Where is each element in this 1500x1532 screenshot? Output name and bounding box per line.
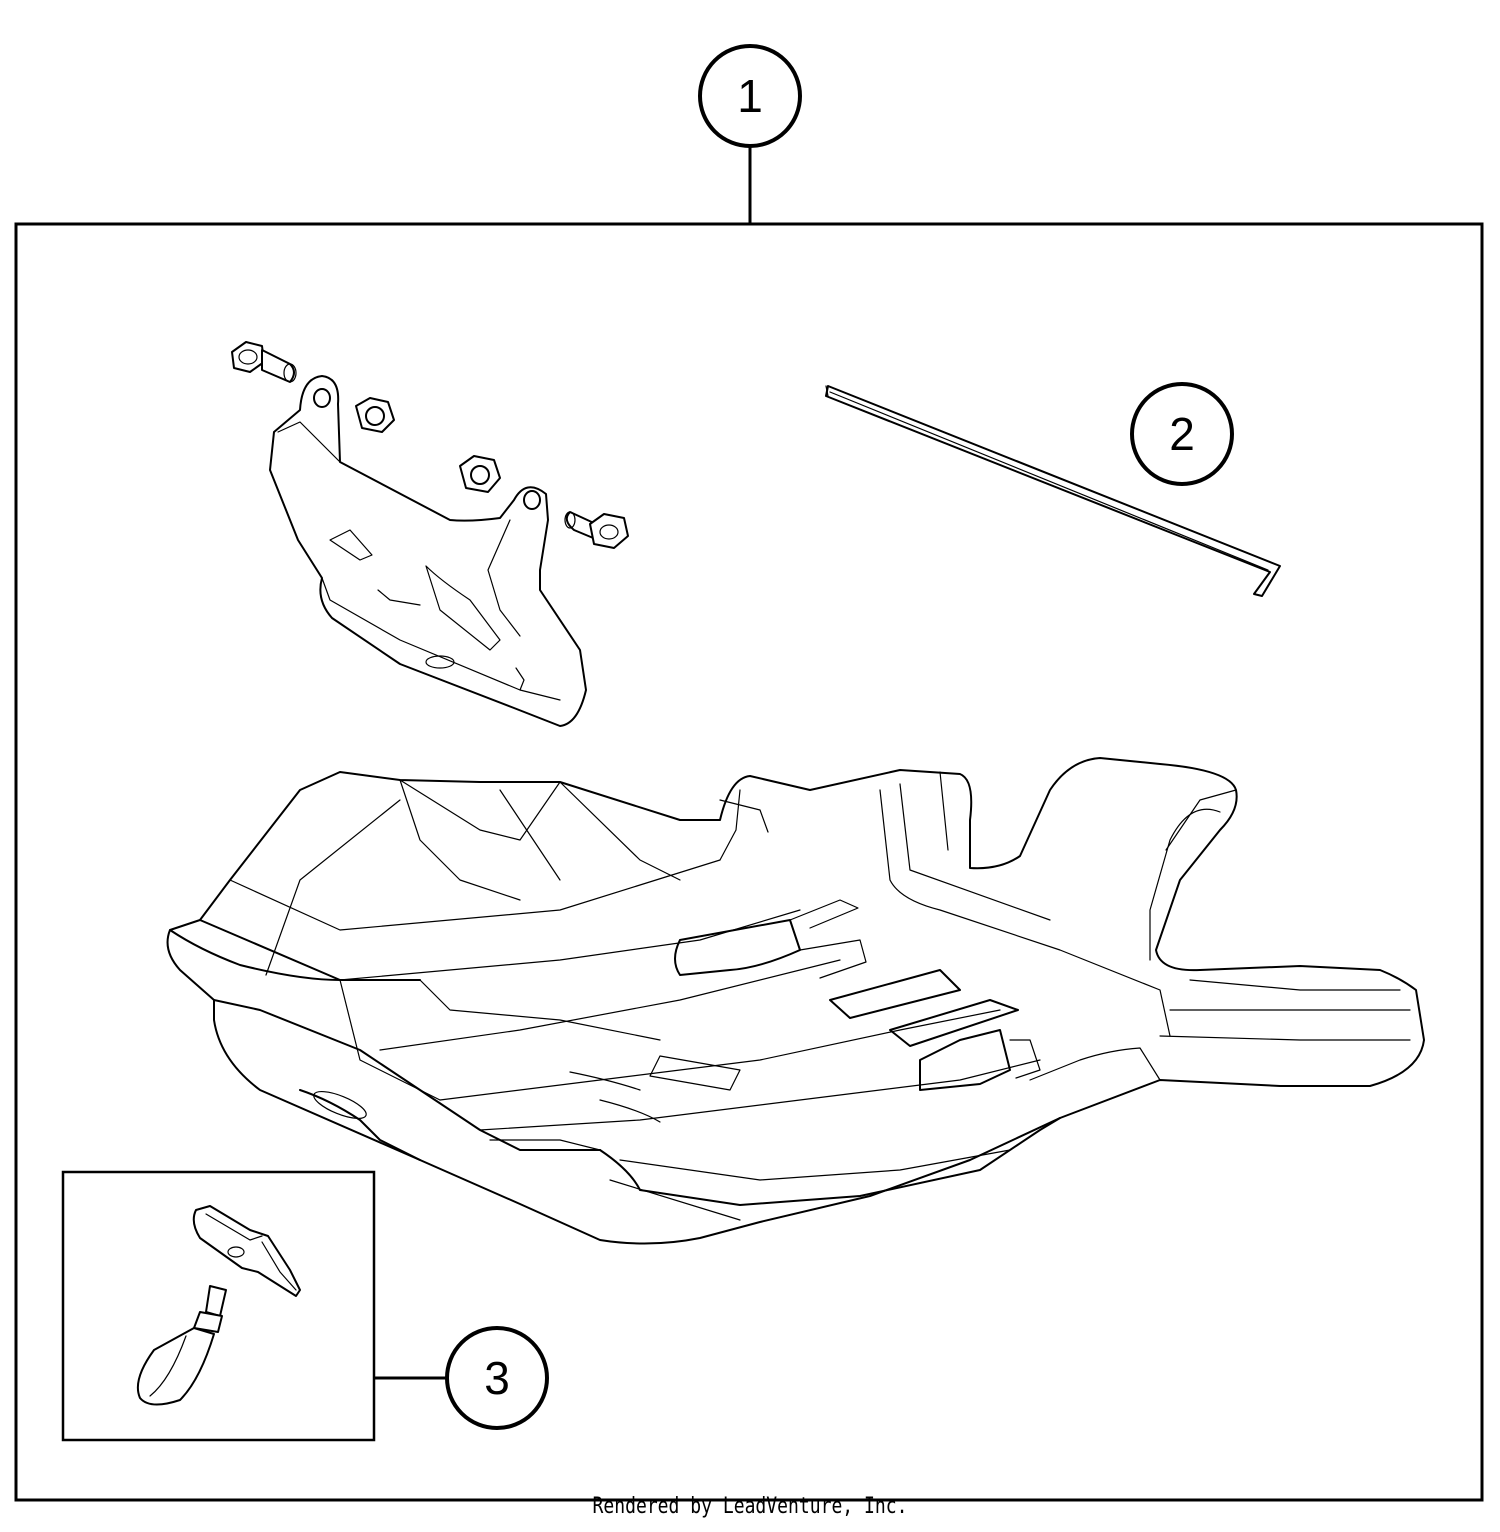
callout-3-label: 3 bbox=[484, 1352, 510, 1404]
nut-2-icon bbox=[459, 455, 501, 493]
callout-1[interactable]: 1 bbox=[698, 44, 802, 148]
clip-set-frame bbox=[61, 1170, 376, 1442]
bracket-icon[interactable] bbox=[231, 341, 629, 727]
callout-2[interactable]: 2 bbox=[1130, 382, 1234, 486]
clip-icon[interactable] bbox=[136, 1205, 301, 1406]
skid-plate-icon[interactable] bbox=[166, 757, 1425, 1245]
nut-1-icon bbox=[355, 397, 395, 433]
bolt-right-icon bbox=[564, 511, 629, 549]
bolt-left-icon bbox=[231, 341, 297, 383]
callout-2-label: 2 bbox=[1169, 408, 1195, 460]
strip-icon[interactable] bbox=[825, 385, 1281, 597]
callout-3[interactable]: 3 bbox=[445, 1326, 549, 1430]
render-credit: Rendered by LeadVenture, Inc. bbox=[592, 1494, 908, 1519]
callout-1-label: 1 bbox=[737, 70, 763, 122]
